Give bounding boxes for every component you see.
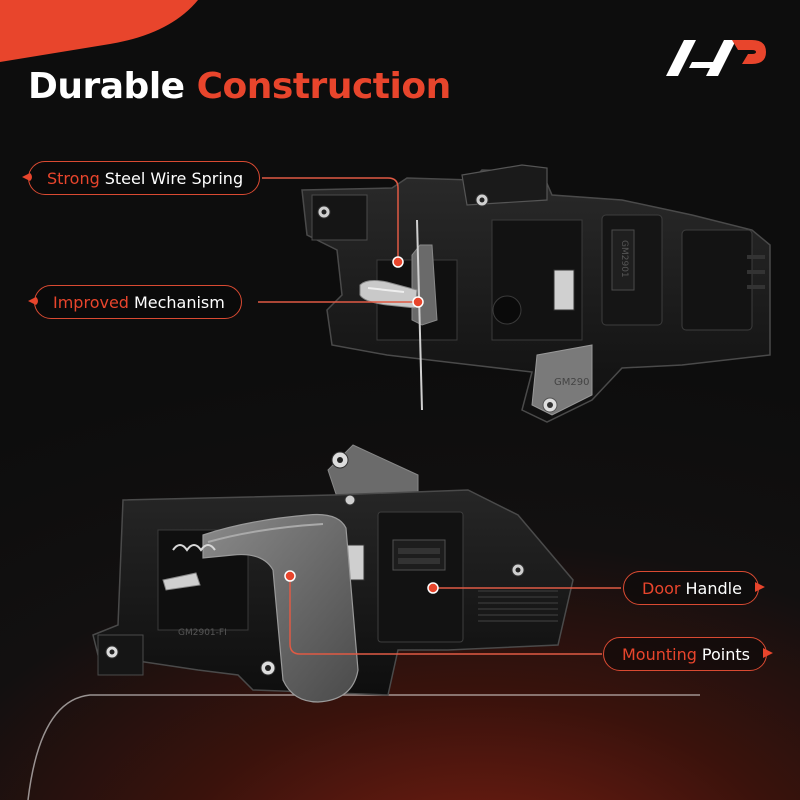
latch-mechanism-top-image: GM2901 GM290 — [301, 164, 771, 423]
callout-handle: Door Handle — [623, 571, 759, 605]
callout-handle-accent: Door — [642, 578, 681, 598]
door-handle-bottom-image: GM2901-FI — [92, 444, 574, 703]
headline: Durable Construction — [28, 66, 451, 107]
callout-handle-text: Handle — [685, 578, 742, 598]
part-code-label-2: GM290 — [554, 377, 589, 388]
callout-spring-text: Steel Wire Spring — [104, 168, 244, 188]
headline-word-2: Construction — [196, 66, 452, 107]
part-code-label-3: GM2901-FI — [178, 628, 227, 638]
brand-logo-icon — [666, 40, 766, 76]
callout-spring: Strong Steel Wire Spring — [28, 161, 261, 195]
callout-spring-accent: Strong — [47, 168, 100, 188]
callout-mounting-text: Points — [701, 644, 750, 664]
callout-mechanism-accent: Improved — [53, 292, 129, 312]
part-code-label: GM2901 — [619, 240, 629, 278]
callout-mechanism-text: Mechanism — [133, 292, 225, 312]
callout-mounting: Mounting Points — [603, 637, 767, 671]
callout-mechanism: Improved Mechanism — [34, 285, 242, 319]
headline-word-1: Durable — [28, 66, 185, 107]
callout-mounting-accent: Mounting — [622, 644, 697, 664]
